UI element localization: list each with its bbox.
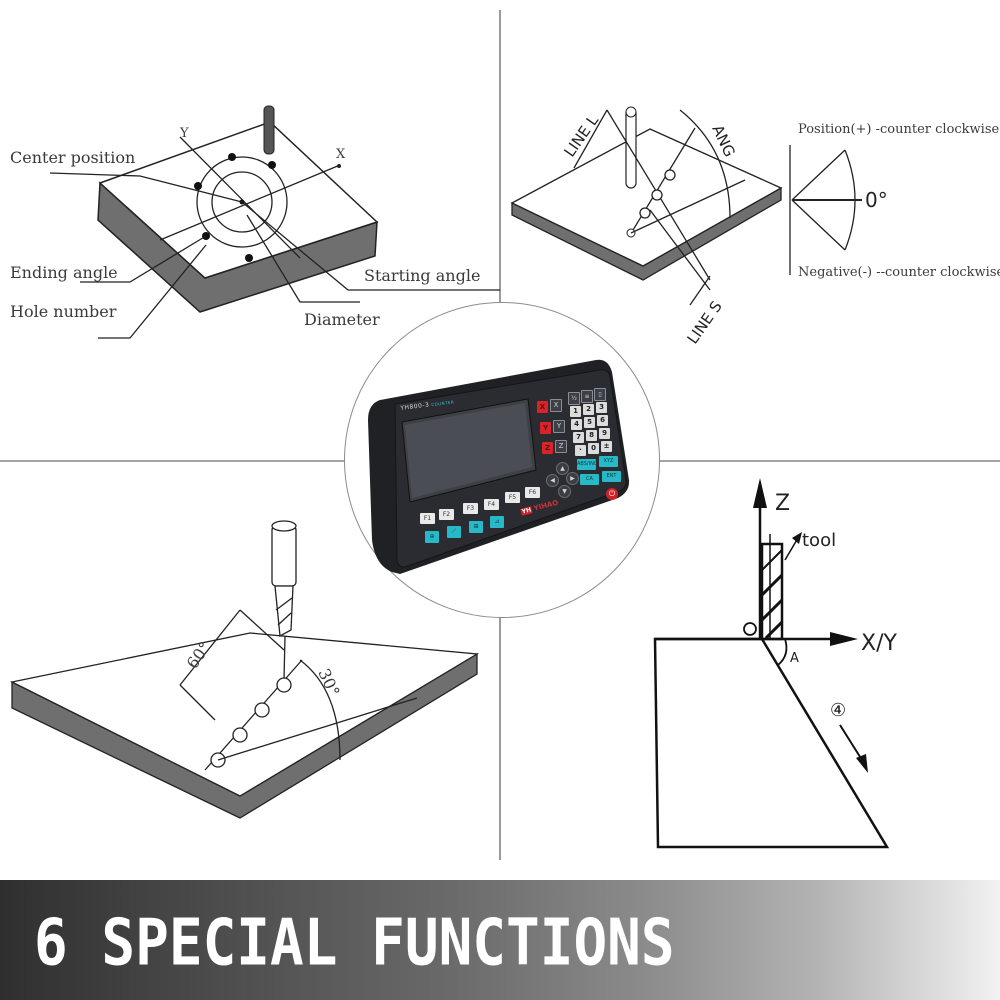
arrow-right-key[interactable]: ▶ bbox=[566, 472, 579, 485]
zero-z-key[interactable]: Z bbox=[542, 442, 553, 454]
f1-key[interactable]: F1 bbox=[420, 513, 435, 524]
decimal-key[interactable]: · bbox=[575, 445, 586, 456]
diameter-label: Diameter bbox=[304, 310, 380, 329]
sign-key[interactable]: ± bbox=[601, 441, 612, 452]
bevel-icon: ⊿ bbox=[494, 518, 500, 525]
num-2-key[interactable]: 2 bbox=[583, 404, 594, 415]
f4-key[interactable]: F4 bbox=[484, 499, 499, 510]
tool-label: tool bbox=[802, 530, 836, 551]
select-x-key[interactable]: X bbox=[550, 399, 562, 412]
center-position-label: Center position bbox=[10, 148, 135, 167]
axis-x-label: X bbox=[336, 147, 346, 162]
angle-a-label: A bbox=[790, 651, 799, 666]
calculator-key[interactable]: ▯ bbox=[594, 388, 606, 401]
bevel-machining-diagram: Z tool X/Y A ④ bbox=[653, 478, 897, 849]
xyz-key[interactable]: XYZ bbox=[599, 456, 618, 467]
line-s-label: LINE S bbox=[684, 298, 726, 347]
negative-direction-label: Negative(-) --counter clockwise bbox=[798, 265, 1000, 280]
ca-key[interactable]: CA bbox=[580, 474, 599, 485]
f6-key[interactable]: F6 bbox=[525, 487, 540, 498]
zero-y-key[interactable]: Y bbox=[540, 422, 551, 434]
arrow-left-key[interactable]: ◀ bbox=[546, 474, 559, 487]
f3-key[interactable]: F3 bbox=[463, 503, 478, 514]
num-6-key[interactable]: 6 bbox=[597, 415, 608, 426]
grid-icon: ⊞ bbox=[473, 523, 479, 530]
circle-icon: ⊕ bbox=[429, 533, 435, 540]
incline-hole-diagram: 60° 30° bbox=[10, 520, 480, 819]
line-l-label: LINE L bbox=[561, 111, 603, 160]
ent-key[interactable]: ENT bbox=[602, 471, 621, 482]
num-7-key[interactable]: 7 bbox=[573, 432, 584, 443]
select-y-key[interactable]: Y bbox=[553, 420, 565, 433]
bolt-hole-circle-diagram: X Y Center position Ending angle Hole nu… bbox=[10, 105, 500, 339]
bevel-mode-key[interactable]: ⊿ bbox=[490, 516, 504, 528]
banner-title: 6 SPECIAL FUNCTIONS bbox=[34, 906, 675, 981]
zero-degree-label: 0° bbox=[865, 188, 888, 212]
axis-z-label: Z bbox=[775, 491, 790, 516]
axis-xy-label: X/Y bbox=[861, 631, 897, 656]
step-4-label: ④ bbox=[830, 700, 846, 721]
half-key[interactable]: ½ bbox=[568, 392, 580, 405]
f5-key[interactable]: F5 bbox=[505, 492, 520, 503]
line-icon: ⟋ bbox=[451, 528, 457, 535]
num-8-key[interactable]: 8 bbox=[586, 430, 597, 441]
line-hole-diagram: LINE L ANG LINE S 0° Position(+) -counte… bbox=[510, 106, 1000, 347]
grid-mode-key[interactable]: ⊞ bbox=[469, 521, 483, 533]
bolt-circle-mode-key[interactable]: ⊕ bbox=[425, 531, 439, 543]
arrow-up-key[interactable]: ▲ bbox=[556, 462, 569, 475]
f2-key[interactable]: F2 bbox=[439, 509, 454, 520]
ang-label: ANG bbox=[708, 122, 738, 160]
arrow-down-key[interactable]: ▼ bbox=[558, 485, 571, 498]
ending-angle-label: Ending angle bbox=[10, 263, 118, 282]
axis-y-label: Y bbox=[179, 126, 189, 141]
starting-angle-label: Starting angle bbox=[364, 266, 480, 285]
hole-number-label: Hole number bbox=[10, 302, 117, 321]
num-1-key[interactable]: 1 bbox=[570, 406, 581, 417]
menu-key[interactable]: ≡ bbox=[581, 390, 593, 403]
zero-x-key[interactable]: X bbox=[537, 401, 548, 413]
positive-direction-label: Position(+) -counter clockwise bbox=[798, 122, 1000, 137]
power-button[interactable]: ⏻ bbox=[606, 488, 618, 500]
num-0-key[interactable]: 0 bbox=[588, 443, 599, 454]
num-5-key[interactable]: 5 bbox=[584, 417, 595, 428]
num-4-key[interactable]: 4 bbox=[571, 419, 582, 430]
num-9-key[interactable]: 9 bbox=[599, 428, 610, 439]
title-banner bbox=[0, 880, 1000, 1000]
num-3-key[interactable]: 3 bbox=[596, 402, 607, 413]
select-z-key[interactable]: Z bbox=[555, 440, 567, 453]
abs-inc-key[interactable]: ABS/INC bbox=[577, 459, 597, 470]
line-hole-mode-key[interactable]: ⟋ bbox=[447, 526, 461, 538]
